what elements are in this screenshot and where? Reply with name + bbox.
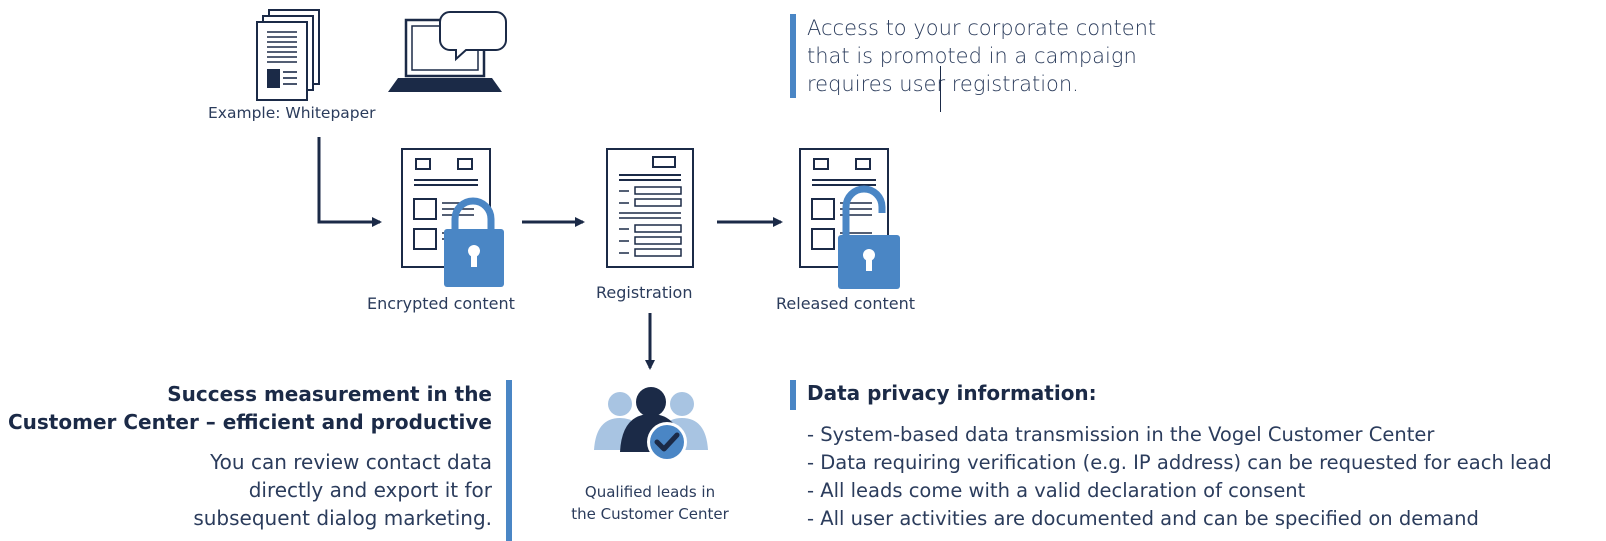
released-content-label: Released content xyxy=(776,294,916,313)
qualified-leads-label: Qualified leads in the Customer Center xyxy=(570,481,730,525)
leads-line: Qualified leads in xyxy=(584,483,716,501)
privacy-item: - All leads come with a valid declaratio… xyxy=(807,479,1306,502)
success-body-line: You can review contact data xyxy=(210,450,492,474)
success-body-line: subsequent dialog marketing. xyxy=(193,506,492,530)
privacy-item: - All user activities are documented and… xyxy=(807,507,1479,530)
registration-label: Registration xyxy=(596,283,693,302)
success-body-line: directly and export it for xyxy=(248,478,492,502)
encrypted-content-label: Encrypted content xyxy=(367,294,515,313)
privacy-item: - System-based data transmission in the … xyxy=(807,423,1435,446)
intro-text: Access to your corporate content that is… xyxy=(807,14,1156,98)
success-title-line: Customer Center – efficient and producti… xyxy=(7,410,492,434)
leads-people-check-icon xyxy=(594,387,708,462)
privacy-accent-bar xyxy=(790,380,796,410)
leads-line: the Customer Center xyxy=(571,505,729,523)
laptop-chat-icon xyxy=(388,11,507,92)
success-accent-bar xyxy=(506,380,512,541)
locked-document-icon xyxy=(401,148,504,287)
intro-accent-bar xyxy=(790,14,796,98)
success-title-line: Success measurement in the xyxy=(167,382,492,406)
text-cursor xyxy=(940,66,941,112)
privacy-list: - System-based data transmission in the … xyxy=(807,421,1552,533)
example-to-encrypted-arrow xyxy=(317,137,382,227)
privacy-item: - Data requiring verification (e.g. IP a… xyxy=(807,451,1552,474)
registration-form-icon xyxy=(606,148,694,268)
success-block: Success measurement in the Customer Cent… xyxy=(0,380,492,532)
intro-line: that is promoted in a campaign xyxy=(807,44,1137,68)
example-label: Example: Whitepaper xyxy=(208,104,376,122)
intro-line: requires user registration. xyxy=(807,72,1079,96)
unlocked-document-icon xyxy=(799,148,900,289)
privacy-title: Data privacy information: xyxy=(807,381,1097,405)
documents-icon xyxy=(256,9,320,101)
intro-line: Access to your corporate content xyxy=(807,16,1157,40)
